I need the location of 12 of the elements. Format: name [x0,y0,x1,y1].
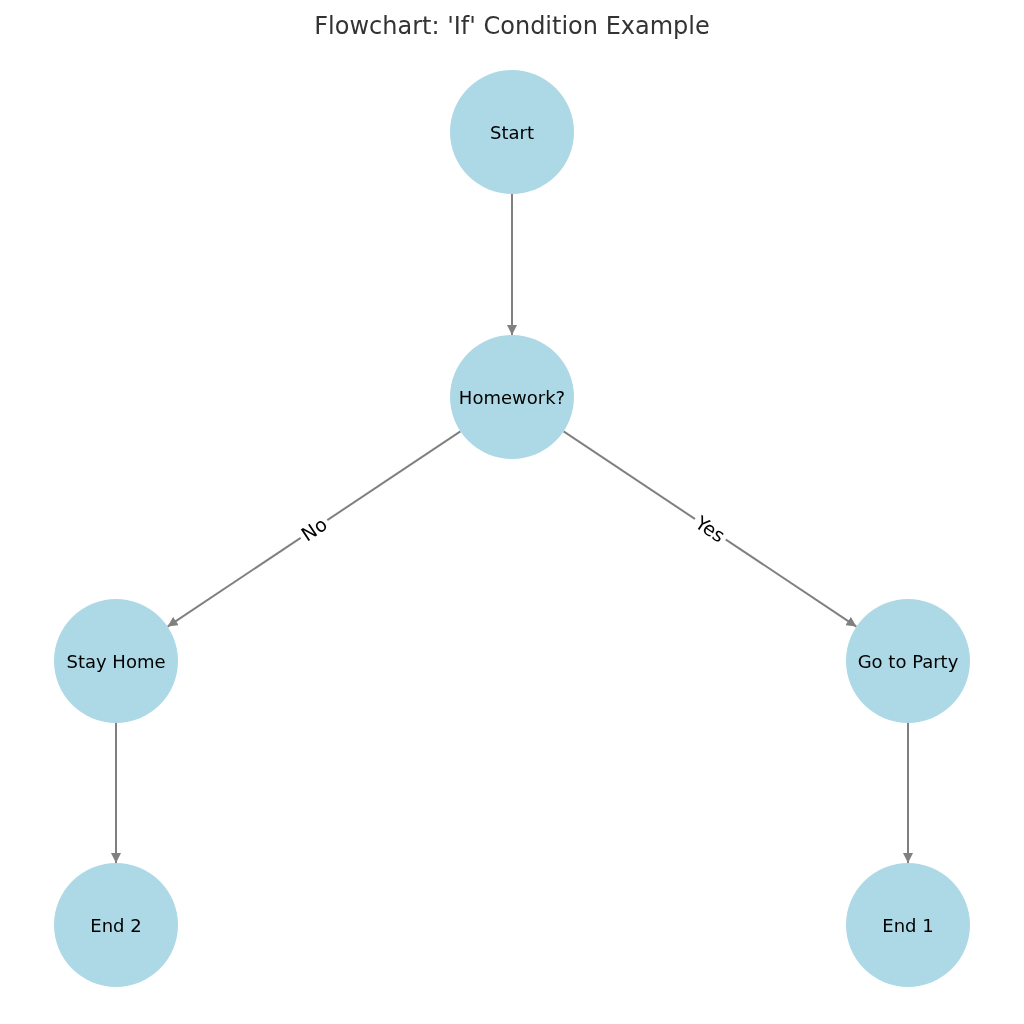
arrow [562,430,858,628]
arrow [111,722,121,864]
arrow [507,193,517,336]
arrow [166,430,462,628]
arrow [903,722,913,864]
node-label: End 2 [90,914,142,936]
node-label: Stay Home [66,650,166,672]
node-label: Start [490,121,534,143]
node-label: End 1 [882,914,934,936]
node-label: Go to Party [857,650,959,672]
node-label: Homework? [458,386,566,408]
chart-title: Flowchart: 'If' Condition Example [314,12,710,40]
